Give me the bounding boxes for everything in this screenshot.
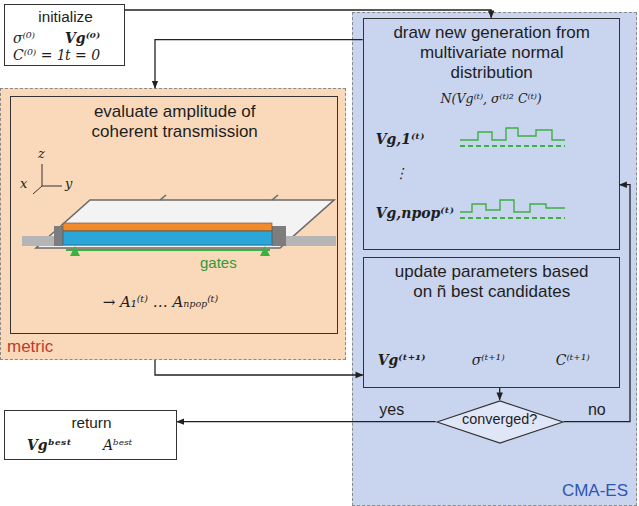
process-box: returnVgᵇᵉˢᵗ Aᵇᵉˢᵗ bbox=[4, 410, 177, 460]
gate-waveform bbox=[460, 128, 565, 218]
box-heading: initialize bbox=[5, 8, 126, 26]
math-label: → A₁⁽ᵗ⁾ … Aₙₚₒₚ⁽ᵗ⁾ bbox=[103, 293, 219, 311]
connector-arrow bbox=[564, 185, 630, 422]
box-heading: converged? bbox=[436, 411, 564, 428]
box-heading: evaluate amplitude of coherent transmiss… bbox=[75, 102, 275, 143]
region-label: metric bbox=[7, 337, 53, 357]
process-box: update parameters based on ñ best candid… bbox=[363, 257, 620, 388]
math-label: Aᵇᵉˢᵗ bbox=[103, 437, 132, 454]
region-label: CMA-ES bbox=[562, 481, 628, 501]
math-label: Vg,npop⁽ᵗ⁾ bbox=[376, 205, 454, 222]
edge-label: yes bbox=[377, 400, 406, 419]
math-label: Vgᵇᵉˢᵗ bbox=[27, 437, 72, 454]
axis-label: z bbox=[38, 146, 45, 162]
math-label: t = 0 bbox=[65, 47, 100, 64]
process-box: initialize σ⁽⁰⁾ Vg⁽⁰⁾C⁽⁰⁾ = 1t = 0 bbox=[4, 4, 125, 66]
connector-arrow bbox=[499, 388, 500, 400]
math-label: σ⁽ᵗ⁺¹⁾ bbox=[472, 352, 505, 369]
math-label: Vg,1⁽ᵗ⁾ bbox=[376, 131, 425, 148]
process-box: draw new generation from multivariate no… bbox=[363, 18, 620, 250]
box-heading: return bbox=[5, 414, 178, 432]
math-label: Vg⁽⁰⁾ bbox=[65, 30, 100, 47]
connector-arrow bbox=[125, 10, 491, 18]
part-label: gates bbox=[200, 254, 237, 272]
ellipsis: ⋮ bbox=[394, 165, 408, 182]
connector-arrow bbox=[155, 40, 363, 88]
math-label: Vg⁽ᵗ⁺¹⁾ bbox=[378, 352, 426, 369]
math-label: N(Vg⁽ᵗ⁾, σ⁽ᵗ⁾² C⁽ᵗ⁾) bbox=[364, 91, 619, 106]
device-sketch bbox=[22, 164, 336, 256]
algorithm-region: CMA-ES draw new generation from multivari… bbox=[352, 12, 637, 506]
axis-label: y bbox=[65, 176, 72, 192]
connector-arrow bbox=[177, 421, 436, 422]
axis-label: x bbox=[20, 176, 27, 192]
math-label: σ⁽⁰⁾ bbox=[13, 30, 35, 47]
math-label: C⁽⁰⁾ = 1 bbox=[13, 47, 66, 64]
box-heading: draw new generation from multivariate no… bbox=[392, 23, 592, 84]
edge-label: no bbox=[586, 400, 608, 419]
box-heading: update parameters based on ñ best candid… bbox=[392, 262, 592, 303]
decision-diamond: converged? bbox=[436, 400, 564, 444]
math-label: C⁽ᵗ⁺¹⁾ bbox=[556, 352, 590, 369]
connector-arrow bbox=[155, 360, 363, 375]
